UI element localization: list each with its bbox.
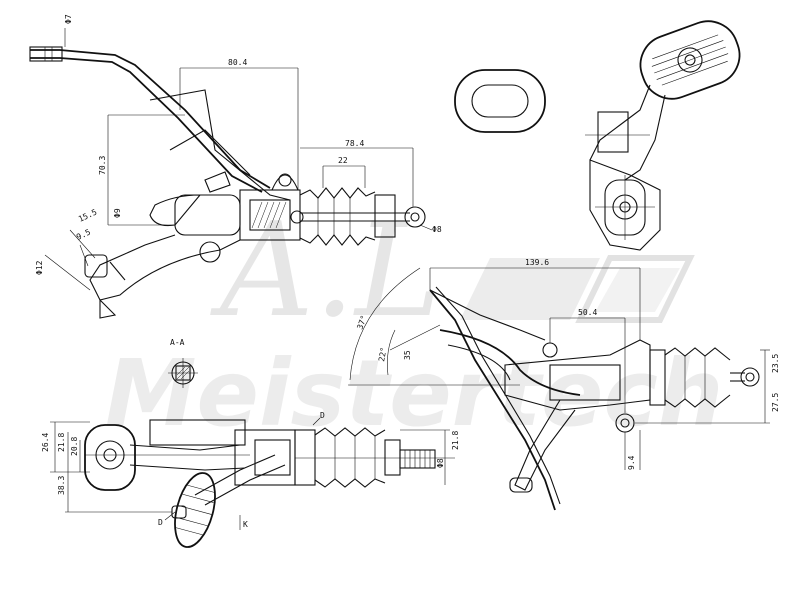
dim-22: 22 bbox=[338, 156, 348, 165]
dim-15-5: 15.5 bbox=[77, 207, 98, 223]
dim-d12: Φ12 bbox=[35, 260, 44, 275]
dim-139-6: 139.6 bbox=[525, 258, 549, 267]
cylinder-section bbox=[249, 199, 291, 231]
dim-35: 35 bbox=[403, 350, 412, 360]
dim-21-8-left: 21.8 bbox=[57, 433, 66, 452]
dim-23-5: 23.5 bbox=[771, 354, 780, 373]
bottom-rubber-boot bbox=[294, 427, 386, 488]
rubber-boot bbox=[299, 187, 376, 246]
rod-eye bbox=[404, 206, 426, 228]
dim-9-5: 9.5 bbox=[75, 227, 92, 241]
watermark-stripes-icon bbox=[460, 255, 695, 323]
dim-78-4: 78.4 bbox=[345, 139, 364, 148]
dim-d8-small: Φ8 bbox=[436, 458, 445, 468]
end-view-drawing bbox=[585, 20, 741, 251]
dim-21-8-right: 21.8 bbox=[451, 431, 460, 450]
bottom-view-drawing: D D K 26.4 21.8 20.8 38.3 21.8 Φ8 bbox=[41, 411, 460, 548]
label-k: K bbox=[243, 520, 248, 529]
label-d-top: D bbox=[320, 411, 325, 420]
tube-end-fitting bbox=[29, 46, 63, 62]
cylinder-body bbox=[239, 189, 301, 241]
watermark-brand: Meistertech bbox=[105, 340, 723, 447]
dim-d9: Φ9 bbox=[113, 208, 122, 218]
watermark-monogram: A.L bbox=[210, 194, 442, 346]
dim-26-4: 26.4 bbox=[41, 433, 50, 452]
section-label: A-A bbox=[170, 338, 185, 347]
dim-angle-22: 22° bbox=[377, 347, 388, 363]
watermark: A.L Meistertech bbox=[105, 194, 723, 447]
dim-20-8: 20.8 bbox=[70, 437, 79, 456]
dim-80-4: 80.4 bbox=[228, 58, 247, 67]
dim-50-4: 50.4 bbox=[578, 308, 597, 317]
side-rubber-boot bbox=[649, 347, 731, 408]
side-view-drawing: 139.6 50.4 37° 22° 35 23.5 27.5 9.4 bbox=[348, 258, 780, 511]
dim-9-4: 9.4 bbox=[627, 455, 636, 470]
gasket-view bbox=[454, 69, 546, 133]
dim-d8-rod: Φ8 bbox=[432, 225, 442, 234]
section-a-a: A-A bbox=[168, 338, 198, 388]
dim-70-3: 70.3 bbox=[98, 156, 107, 175]
dim-38-3: 38.3 bbox=[57, 476, 66, 495]
dim-27-5: 27.5 bbox=[771, 393, 780, 412]
lower-fitting bbox=[84, 254, 108, 278]
dim-d7: Φ7 bbox=[64, 14, 73, 24]
label-d-bottom: D bbox=[158, 518, 163, 527]
